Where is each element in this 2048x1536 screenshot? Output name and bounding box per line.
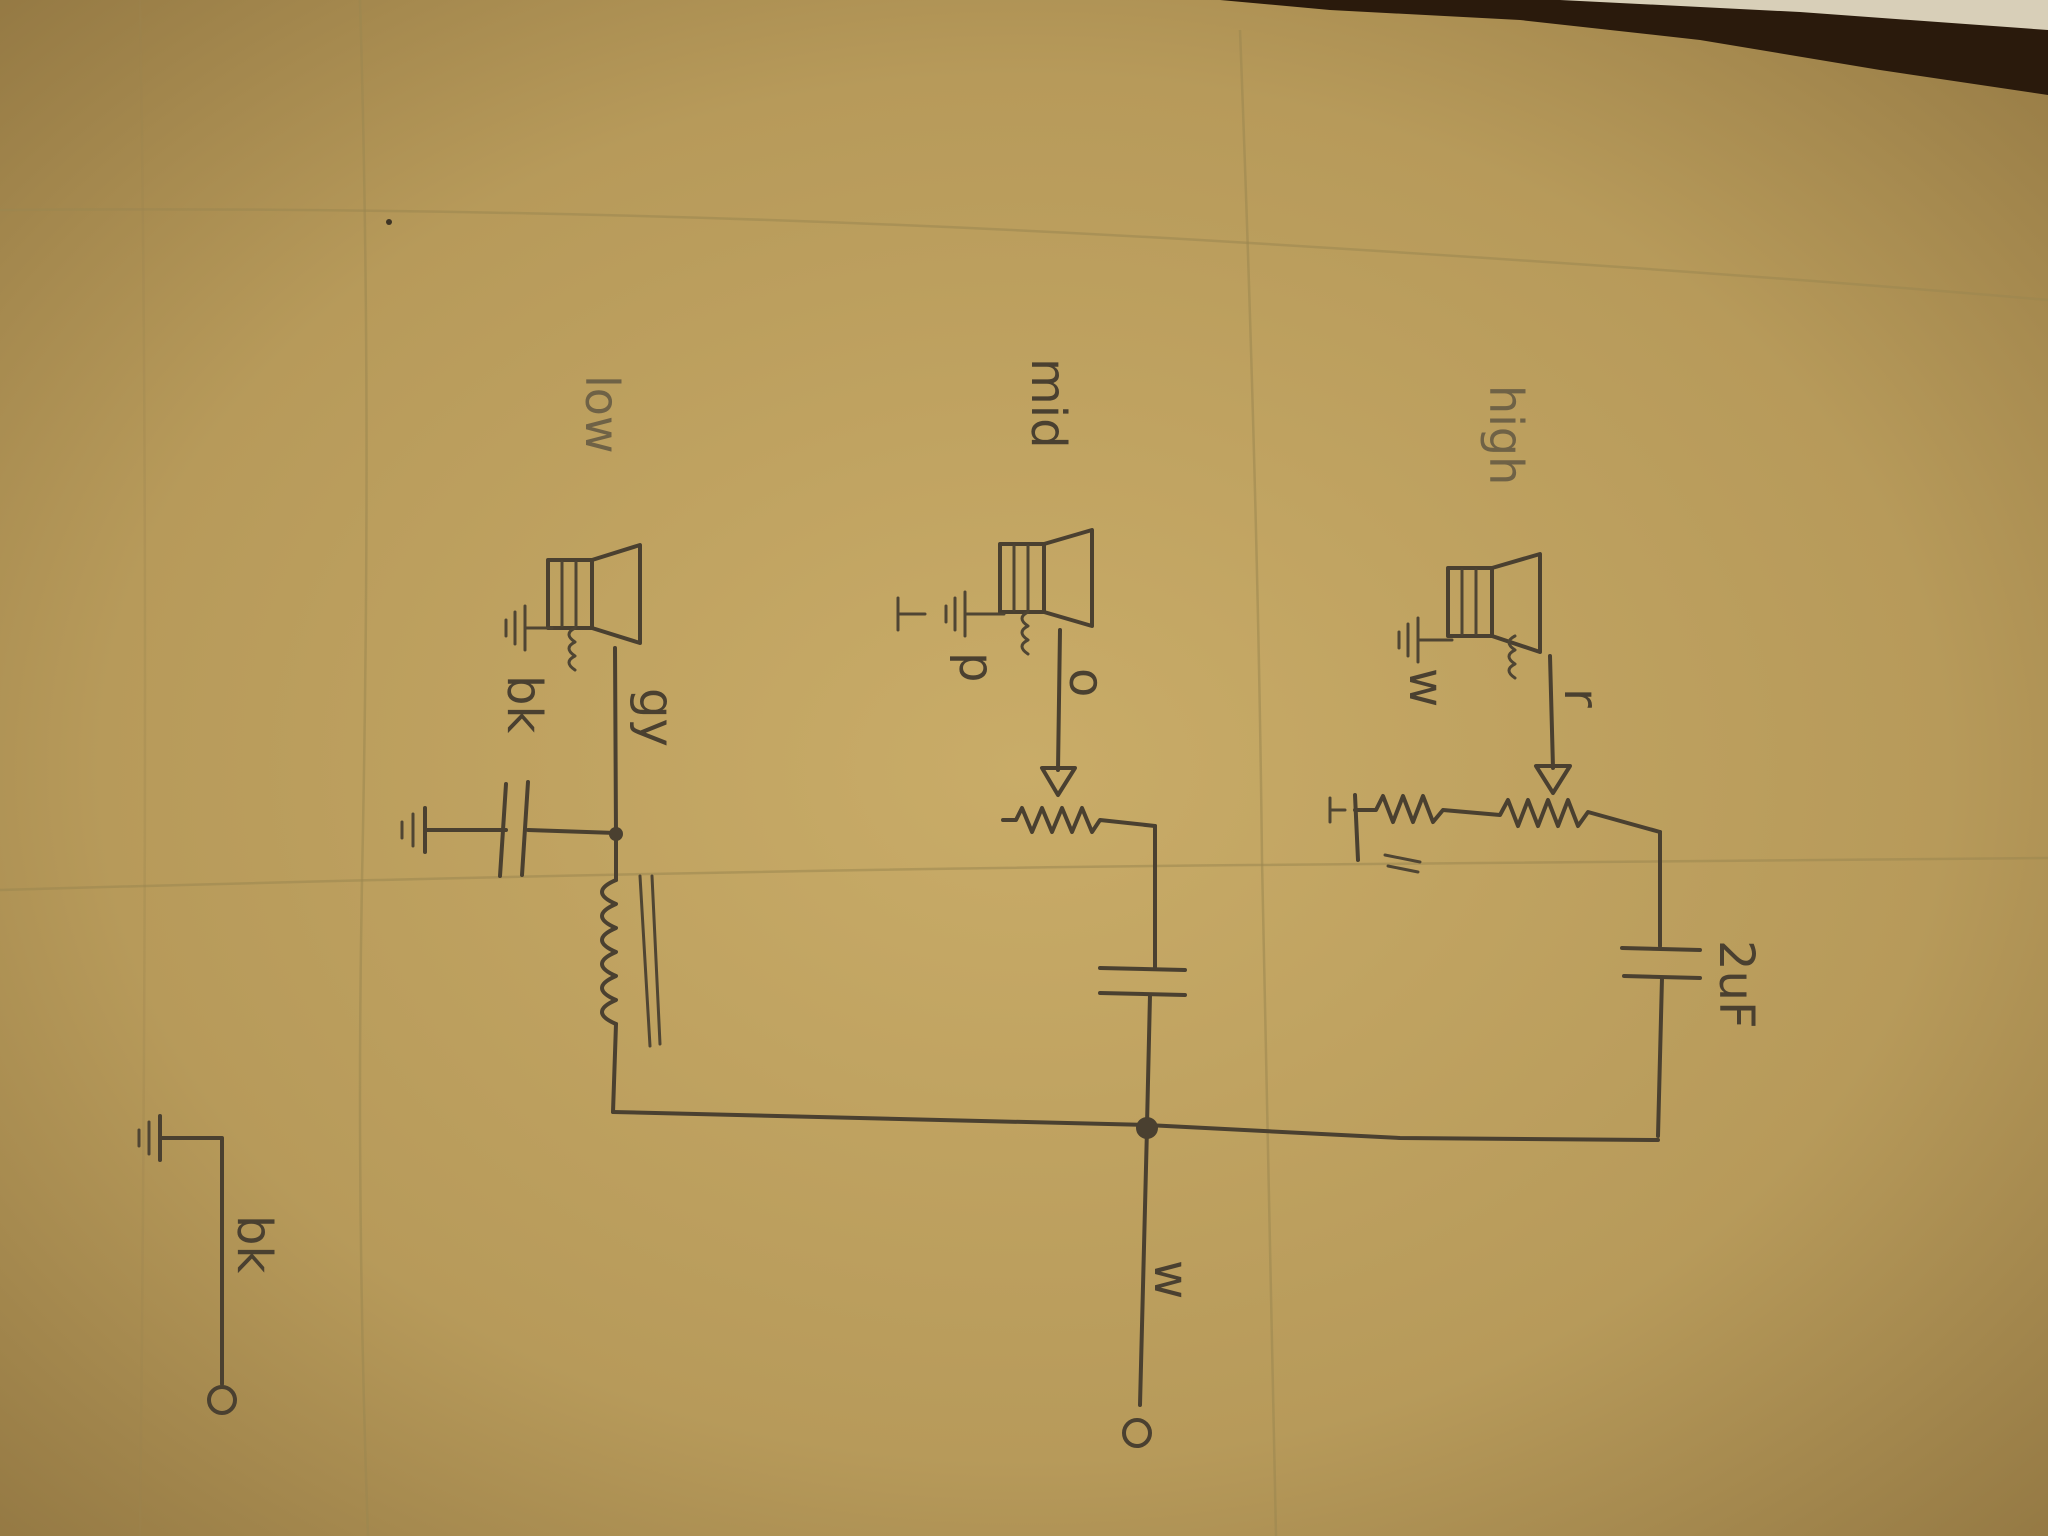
high-speaker-ground-icon	[1397, 616, 1454, 664]
mid-hot-wire-label: o	[1058, 668, 1114, 697]
high-hot-wire-label: r	[1553, 688, 1609, 708]
mid-speaker-icon	[998, 528, 1094, 628]
high-resistor-ground-icon	[1328, 793, 1422, 874]
mid-voice-coil-icon	[1020, 610, 1030, 656]
mid-speaker-ground-icon	[896, 590, 1006, 638]
high-section	[1328, 552, 1702, 1138]
high-wiper-arrow-icon	[1534, 764, 1572, 795]
high-speaker-label: high	[1479, 385, 1533, 485]
input-hot-label: w	[1143, 1260, 1199, 1299]
high-speaker-icon	[1446, 552, 1542, 654]
input-hot-terminal-icon	[1122, 1418, 1152, 1448]
low-speaker-label: low	[575, 375, 629, 454]
mid-ground-wire-label: p	[948, 652, 1004, 682]
mid-attenuator-resistor-icon	[1001, 806, 1157, 834]
high-attenuator-resistor-icon	[1353, 794, 1662, 834]
low-speaker-ground-icon	[504, 604, 554, 652]
high-capacitor-label: 2uF	[1708, 940, 1764, 1029]
low-voice-coil-icon	[567, 626, 577, 672]
mid-speaker-label: mid	[1020, 358, 1076, 449]
mid-wiper-arrow-icon	[1040, 766, 1077, 797]
low-speaker-icon	[546, 543, 642, 645]
low-section	[400, 543, 662, 1114]
input-ground-label: bk	[226, 1215, 282, 1273]
low-ground-wire-label: bk	[496, 675, 552, 733]
low-inductor-icon	[600, 832, 662, 1114]
mid-capacitor-icon	[1098, 966, 1187, 997]
input-ground-terminal-icon	[207, 1385, 237, 1415]
mid-section	[896, 528, 1187, 1127]
paper-edge-highlight	[1560, 0, 2048, 30]
common-bus	[611, 1110, 1660, 1448]
high-ground-wire-label: w	[1398, 668, 1454, 707]
pencil-speck	[386, 219, 392, 225]
input-ground-section	[137, 1114, 237, 1415]
high-voice-coil-icon	[1507, 634, 1517, 680]
low-shunt-capacitor-icon	[400, 780, 618, 878]
low-hot-wire-label: gy	[628, 688, 684, 747]
